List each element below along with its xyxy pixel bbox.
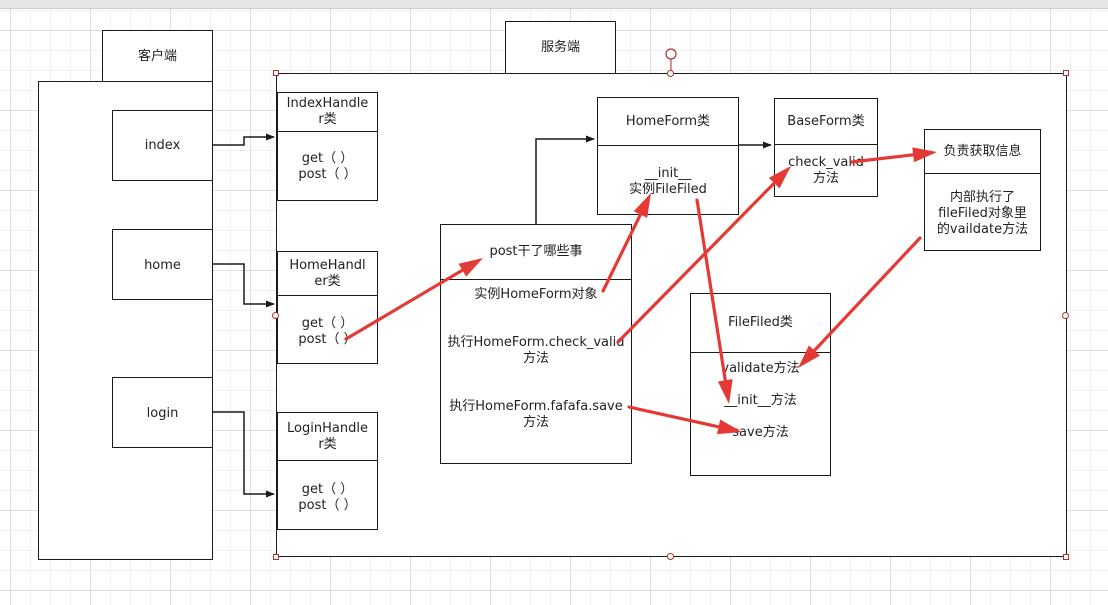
selection-handle-tr[interactable] <box>1063 70 1069 76</box>
client-title: 客户端 <box>137 49 177 64</box>
selection-handle-br[interactable] <box>1063 554 1069 560</box>
handler-home-title-text: HomeHandler类 <box>289 257 366 289</box>
editor-top-bar <box>0 0 1108 9</box>
client-button-home-label: home <box>144 258 181 273</box>
filefiled-validate: validate方法 <box>721 361 800 376</box>
post-box-title: post干了哪些事 <box>441 225 631 280</box>
selection-handle-right[interactable] <box>1062 312 1069 319</box>
server-title-box[interactable]: 服务端 <box>505 21 616 74</box>
selection-handle-left[interactable] <box>272 312 279 319</box>
connector-index-to-indexhandler <box>213 133 275 146</box>
filefiled-init: __init__方法 <box>724 393 797 408</box>
handler-home-box[interactable]: HomeHandler类 get（ ） post（ ） <box>277 251 378 364</box>
handler-home-title: HomeHandler类 <box>278 252 377 296</box>
baseform-body: check_valid 方法 <box>788 155 864 186</box>
handler-index-title-text: IndexHandler类 <box>286 96 369 127</box>
connector-home-to-homehandler <box>213 263 275 308</box>
client-button-index-label: index <box>144 138 181 153</box>
client-button-login[interactable]: login <box>112 377 213 448</box>
filefiled-box[interactable]: FileFiled类 validate方法 __init__方法 save方法 <box>690 293 831 476</box>
client-button-home[interactable]: home <box>112 229 213 300</box>
selection-handle-top[interactable] <box>667 70 674 77</box>
server-title: 服务端 <box>540 40 580 55</box>
info-body: 内部执行了 fileFiled对象里 的vaildate方法 <box>936 190 1029 237</box>
info-title: 负责获取信息 <box>925 130 1040 174</box>
selection-handle-bottom[interactable] <box>667 553 674 560</box>
client-button-login-label: login <box>146 406 179 421</box>
post-step-instantiate: 实例HomeForm对象 <box>474 287 598 302</box>
handler-login-methods: get（ ） post（ ） <box>298 482 357 513</box>
handler-login-box[interactable]: LoginHandler类 get（ ） post（ ） <box>277 412 378 530</box>
post-step-check-valid: 执行HomeForm.check_valid 方法 <box>447 335 625 366</box>
handler-index-methods: get（ ） post（ ） <box>298 151 357 182</box>
filefiled-title: FileFiled类 <box>691 294 830 353</box>
handler-index-box[interactable]: IndexHandler类 get（ ） post（ ） <box>277 92 378 201</box>
handler-login-title: LoginHandler类 <box>278 413 377 461</box>
selection-handle-bl[interactable] <box>273 554 279 560</box>
post-box[interactable]: post干了哪些事 实例HomeForm对象 执行HomeForm.check_… <box>440 224 632 464</box>
info-box[interactable]: 负责获取信息 内部执行了 fileFiled对象里 的vaildate方法 <box>924 129 1041 251</box>
homeform-box[interactable]: HomeForm类 __init__ 实例FileFiled <box>597 97 739 215</box>
baseform-title: BaseForm类 <box>775 99 877 145</box>
selection-handle-tl[interactable] <box>273 70 279 76</box>
filefiled-save: save方法 <box>732 425 789 440</box>
rotate-handle <box>665 48 677 60</box>
client-button-index[interactable]: index <box>112 110 213 181</box>
client-title-box[interactable]: 客户端 <box>102 30 213 82</box>
homeform-body: __init__ 实例FileFiled <box>629 166 707 197</box>
homeform-title: HomeForm类 <box>598 98 738 146</box>
handler-login-title-text: LoginHandler类 <box>287 420 368 452</box>
handler-index-title: IndexHandler类 <box>278 93 377 132</box>
connector-login-to-loginhandler <box>213 411 275 498</box>
handler-home-methods: get（ ） post（ ） <box>298 316 357 347</box>
post-step-save: 执行HomeForm.fafafa.save 方法 <box>449 399 623 430</box>
baseform-box[interactable]: BaseForm类 check_valid 方法 <box>774 98 878 197</box>
